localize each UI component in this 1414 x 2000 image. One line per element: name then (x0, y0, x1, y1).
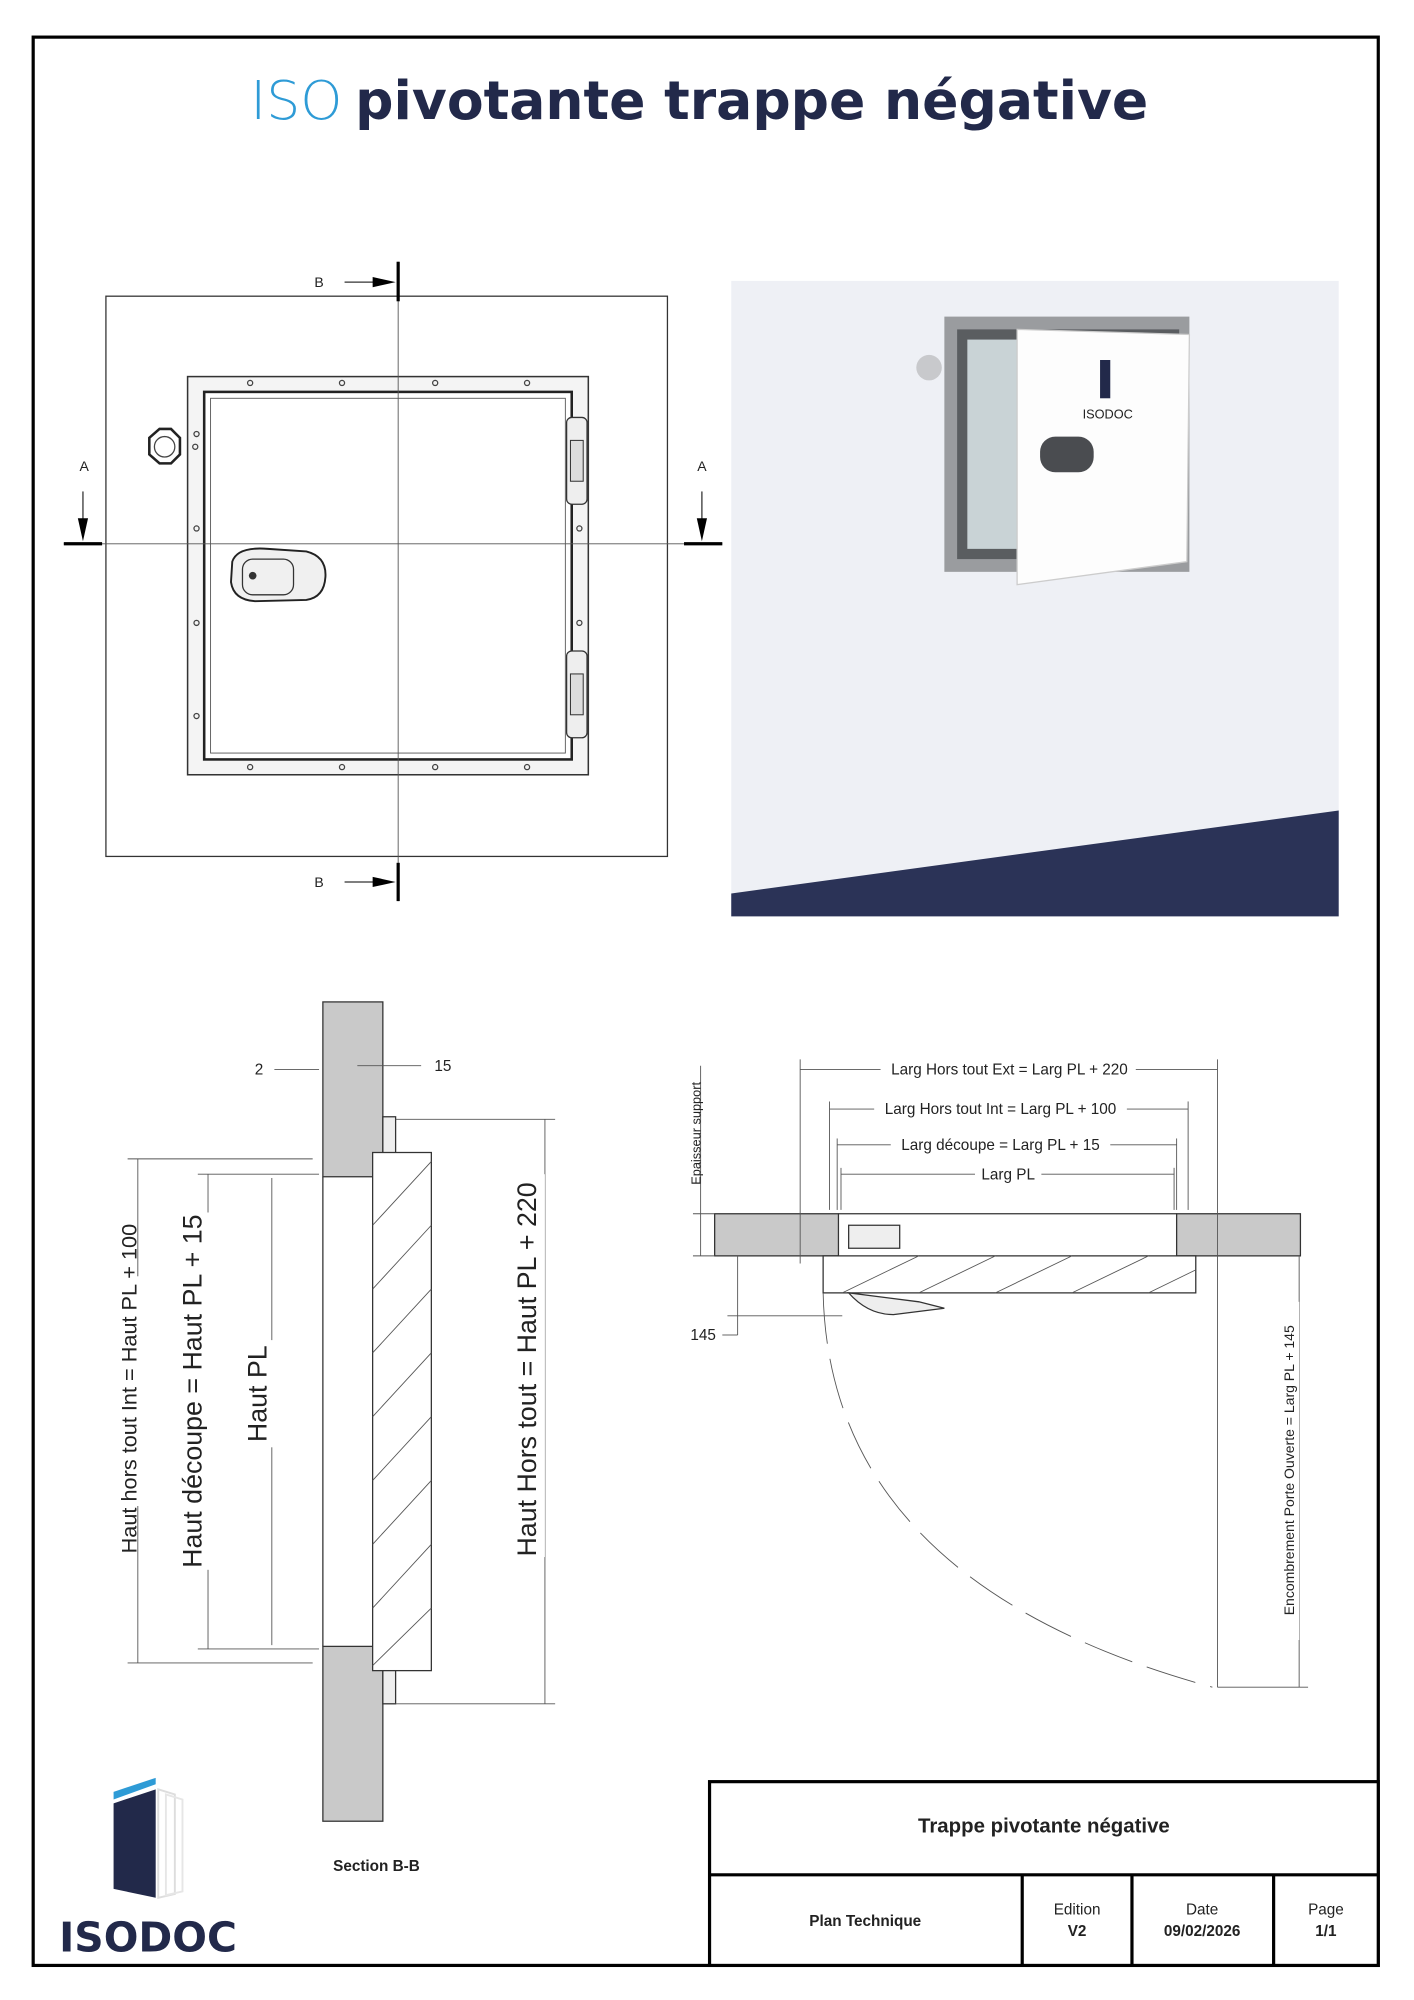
edition-label: Edition (1054, 1901, 1101, 1918)
logo-text: ISODOC (59, 1913, 237, 1961)
handle-icon (230, 547, 327, 603)
edition-value: V2 (1068, 1923, 1087, 1940)
isodoc-logo: ISODOC (59, 1777, 237, 1961)
section-a-label-right: A (697, 458, 707, 474)
dim-145: 145 (690, 1327, 716, 1344)
dim-encombrement: Encombrement Porte Ouverte = Larg PL + 1… (1281, 1325, 1297, 1615)
section-bb-drawing: 2 15 Haut hors tout Int = Haut PL + 100 … (117, 1001, 556, 1875)
doc-type: Plan Technique (809, 1913, 921, 1930)
page-value: 1/1 (1315, 1923, 1337, 1940)
hinge-icon (565, 650, 588, 739)
section-a-label-left: A (80, 458, 90, 474)
dim-haut-hors-tout: Haut Hors tout = Haut PL + 220 (512, 1182, 542, 1556)
pressure-valve-icon (148, 427, 199, 465)
date-label: Date (1186, 1901, 1218, 1918)
page-label: Page (1308, 1901, 1344, 1918)
dim-haut-decoupe: Haut découpe = Haut PL + 15 (178, 1214, 208, 1567)
handle-icon (1040, 436, 1094, 473)
dim-epaisseur-support: Epaisseur support (689, 1082, 704, 1185)
dim-haut-pl: Haut PL (243, 1345, 273, 1442)
title-brand: ISO (250, 69, 342, 132)
dim-larg-decoupe: Larg découpe = Larg PL + 15 (901, 1137, 1099, 1154)
section-bb-caption: Section B-B (333, 1858, 420, 1875)
dim-15: 15 (434, 1058, 451, 1075)
section-aa-drawing: Larg Hors tout Ext = Larg PL + 220 Larg … (689, 1059, 1309, 1688)
pressure-valve-icon (916, 354, 942, 381)
date-value: 09/02/2026 (1164, 1923, 1241, 1940)
dim-larg-hors-tout-int: Larg Hors tout Int = Larg PL + 100 (885, 1101, 1117, 1118)
section-b-label-bottom: B (314, 874, 323, 890)
dim-2: 2 (255, 1062, 264, 1079)
front-view-drawing: B B A A (63, 261, 723, 902)
dim-haut-hors-tout-int: Haut hors tout Int = Haut PL + 100 (117, 1224, 142, 1554)
title-rest: pivotante trappe négative (355, 69, 1148, 132)
section-b-label-top: B (314, 274, 323, 290)
title-block-title: Trappe pivotante négative (918, 1816, 1170, 1838)
door-logo-text: ISODOC (1083, 407, 1133, 422)
title-block: Trappe pivotante négative Plan Technique… (707, 1780, 1380, 1968)
dim-larg-hors-tout-ext: Larg Hors tout Ext = Larg PL + 220 (891, 1062, 1128, 1079)
hinge-icon (565, 416, 588, 505)
dim-larg-pl: Larg PL (981, 1166, 1035, 1183)
product-photo: ISODOC (731, 280, 1339, 917)
